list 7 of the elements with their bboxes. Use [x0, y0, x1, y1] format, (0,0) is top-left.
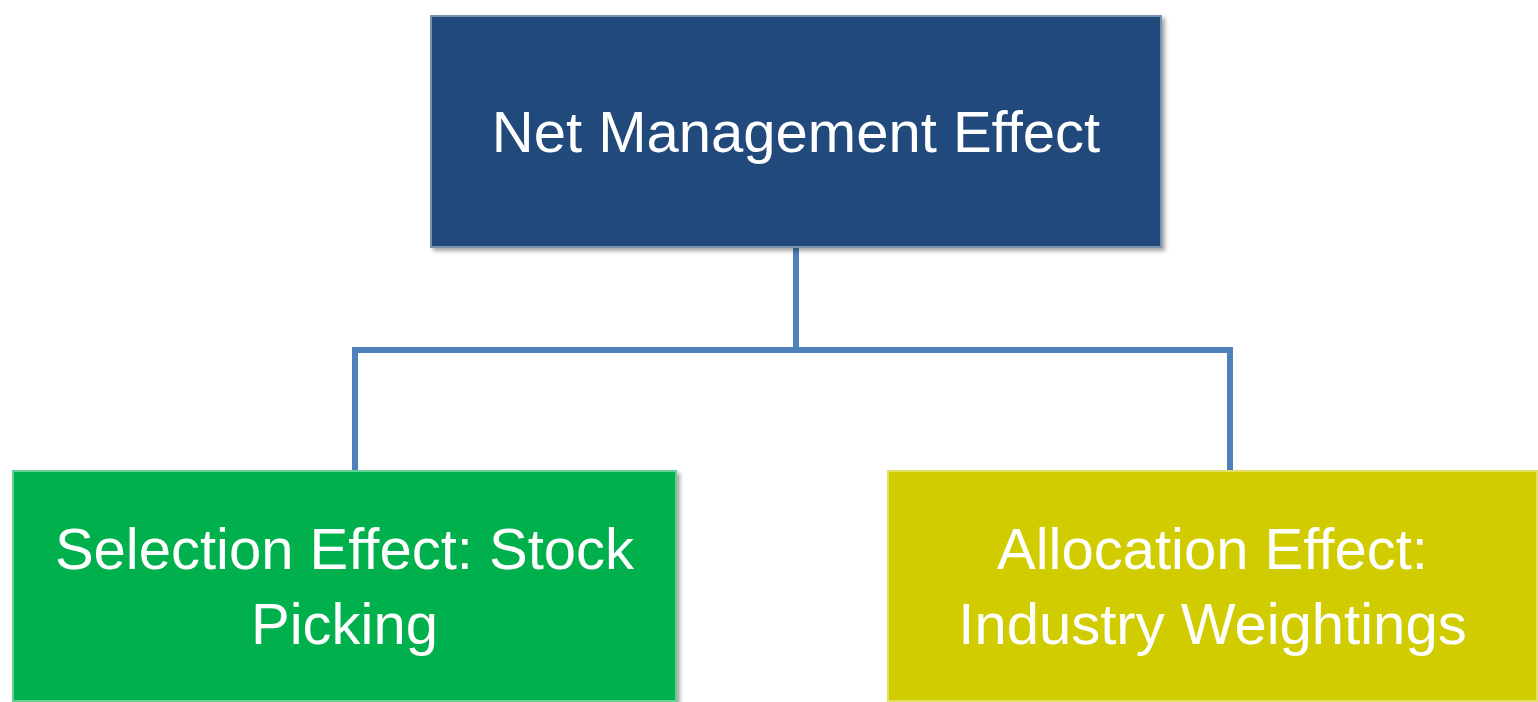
org-chart-box — [430, 15, 1162, 248]
org-chart-box — [887, 470, 1538, 702]
box-label: Net Management Effect — [490, 97, 1102, 166]
org-chart-box — [12, 470, 677, 702]
connector-line — [793, 248, 1233, 470]
box-label: Allocation Effect: Industry Weightings — [957, 514, 1468, 658]
box-label: Selection Effect: Stock Picking — [53, 514, 636, 658]
